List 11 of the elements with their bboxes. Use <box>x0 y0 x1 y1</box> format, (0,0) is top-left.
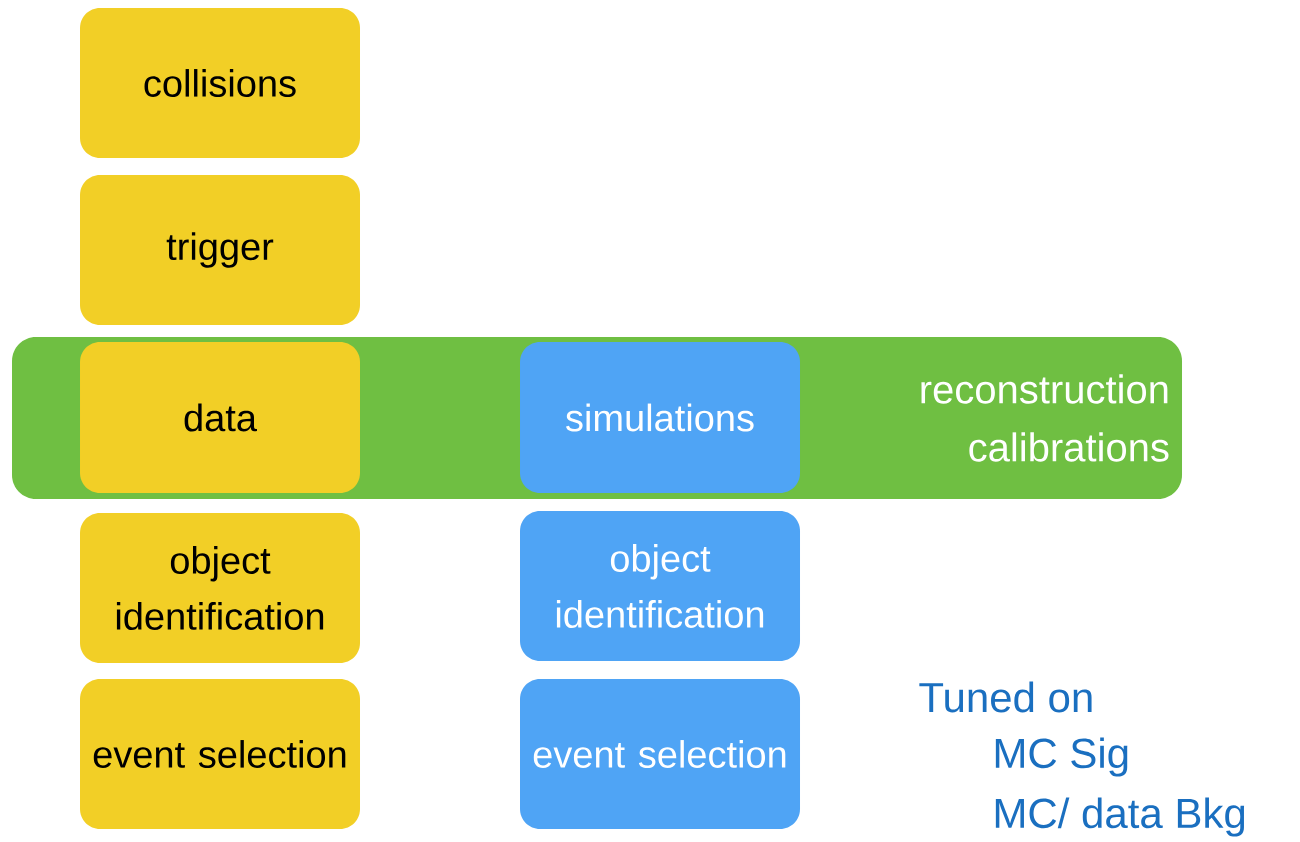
process-box: collisions <box>80 8 360 158</box>
process-box: object identification <box>80 513 360 663</box>
process-box: trigger <box>80 175 360 325</box>
process-box: simulations <box>520 342 800 493</box>
process-box: object identification <box>520 511 800 661</box>
note-text: Tuned on <box>919 681 1092 713</box>
note-text: MC/ data Bkg <box>995 797 1245 837</box>
process-box: event selection <box>80 679 360 829</box>
process-box: data <box>80 342 360 493</box>
process-box: event selection <box>520 679 800 829</box>
note-text: MC Sig <box>995 737 1128 777</box>
